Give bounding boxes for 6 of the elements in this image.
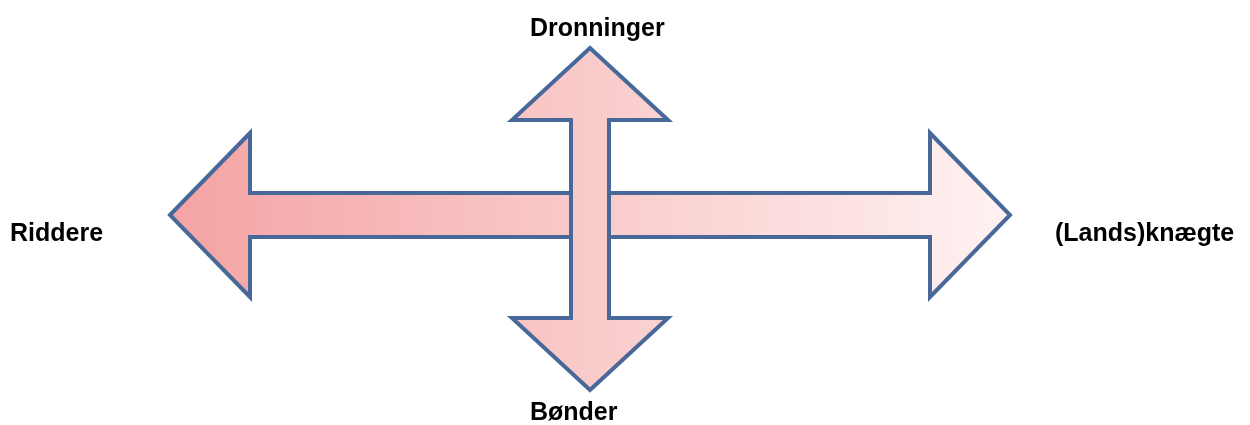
node-label: (Lands)knægte (1055, 217, 1235, 247)
node-label: Riddere (10, 217, 104, 247)
node-label: Bønder (530, 396, 618, 425)
node-label: Dronninger (530, 12, 665, 42)
block-arrow (506, 45, 674, 393)
block-arrow (167, 128, 1013, 302)
